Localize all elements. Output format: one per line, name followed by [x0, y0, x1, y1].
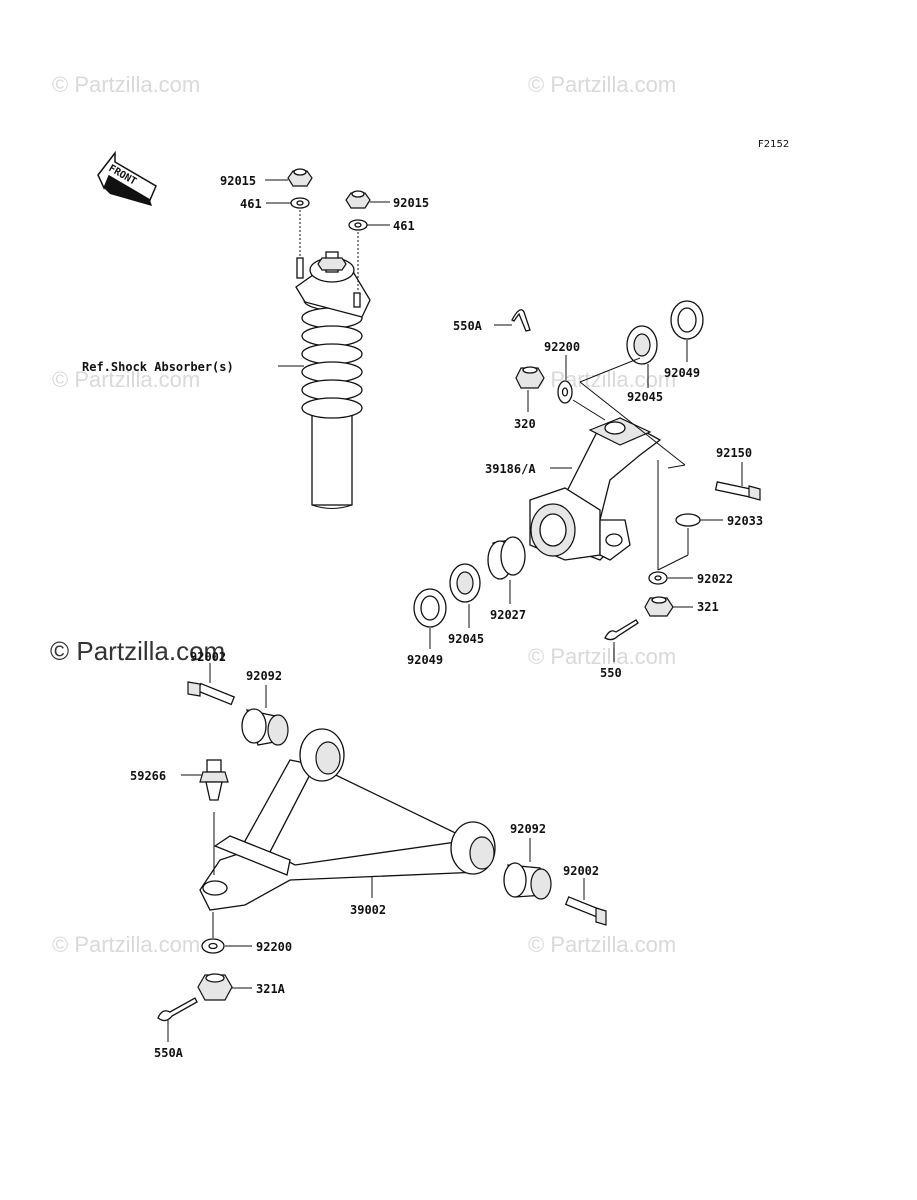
label-59266: 59266 — [130, 769, 166, 783]
washer-461-left — [290, 197, 310, 209]
washer-92200-top — [557, 380, 573, 404]
label-92002-left: 92002 — [190, 650, 226, 664]
label-92092-left: 92092 — [246, 669, 282, 683]
label-92049-top: 92049 — [664, 366, 700, 380]
watermark-5: © Partzilla.com — [528, 644, 676, 669]
nut-92015-left — [287, 168, 313, 187]
bushing-92092-left — [241, 708, 289, 746]
label-92049-bottom: 92049 — [407, 653, 443, 667]
label-92045-bottom: 92045 — [448, 632, 484, 646]
figure-code: F2152 — [758, 139, 789, 150]
a-arm-39002 — [199, 728, 496, 911]
watermark-4: © Partzilla.com — [528, 367, 676, 392]
knuckle-assembly-lines — [572, 357, 689, 571]
seal-92049-top — [670, 300, 704, 340]
label-92033: 92033 — [727, 514, 763, 528]
label-92150: 92150 — [716, 446, 752, 460]
bearing-92045-top — [626, 325, 658, 365]
ref-shock-absorber-label: Ref.Shock Absorber(s) — [82, 360, 234, 374]
watermark-2: © Partzilla.com — [528, 72, 676, 97]
nut-321A — [197, 973, 233, 1001]
watermark-1: © Partzilla.com — [52, 72, 200, 97]
label-320: 320 — [514, 417, 536, 431]
watermark-7: © Partzilla.com — [528, 932, 676, 957]
front-arrow-icon: FRONT — [97, 150, 157, 206]
label-92015-left: 92015 — [220, 174, 256, 188]
balljoint-59266 — [199, 759, 229, 801]
watermark-main: © Partzilla.com — [50, 636, 225, 666]
washer-92200-bottom — [201, 938, 225, 954]
label-39186A: 39186/A — [485, 462, 536, 476]
label-92015-right: 92015 — [393, 196, 429, 210]
bolt-92002-right — [564, 896, 607, 926]
watermark-6: © Partzilla.com — [52, 932, 200, 957]
bolt-92150 — [714, 481, 761, 501]
bolt-92002-left — [187, 681, 236, 706]
nut-320 — [515, 366, 545, 389]
label-461-left: 461 — [240, 197, 262, 211]
label-321: 321 — [697, 600, 719, 614]
nut-321 — [644, 596, 674, 617]
seal-92049-bottom — [413, 588, 447, 628]
label-92200-top: 92200 — [544, 340, 580, 354]
shock-absorber — [295, 251, 371, 509]
knuckle-39186 — [529, 417, 662, 561]
cotter-550A-bottom — [157, 997, 198, 1022]
label-92045-top: 92045 — [627, 390, 663, 404]
nut-92015-right — [345, 190, 371, 209]
watermarks: © Partzilla.com © Partzilla.com © Partzi… — [50, 72, 676, 957]
label-92022: 92022 — [697, 572, 733, 586]
bushing-92092-right — [503, 862, 552, 900]
label-92092-right: 92092 — [510, 822, 546, 836]
circlip-92033 — [675, 513, 701, 527]
label-461-right: 461 — [393, 219, 415, 233]
spacer-92027 — [487, 536, 526, 580]
washer-461-right — [348, 219, 368, 231]
cotter-550A-top — [511, 309, 531, 332]
callouts: 92015 461 92015 461 Ref.Shock Absorber(s… — [82, 174, 763, 1060]
label-92002-right: 92002 — [563, 864, 599, 878]
label-39002: 39002 — [350, 903, 386, 917]
cotter-550 — [604, 619, 639, 641]
label-92027: 92027 — [490, 608, 526, 622]
label-321A: 321A — [256, 982, 286, 996]
washer-92022 — [648, 571, 668, 585]
label-550A-bottom: 550A — [154, 1046, 184, 1060]
label-92200-bottom: 92200 — [256, 940, 292, 954]
watermark-3: © Partzilla.com — [52, 367, 200, 392]
bearing-92045-bottom — [449, 563, 481, 603]
label-550: 550 — [600, 666, 622, 680]
label-550A-top: 550A — [453, 319, 483, 333]
